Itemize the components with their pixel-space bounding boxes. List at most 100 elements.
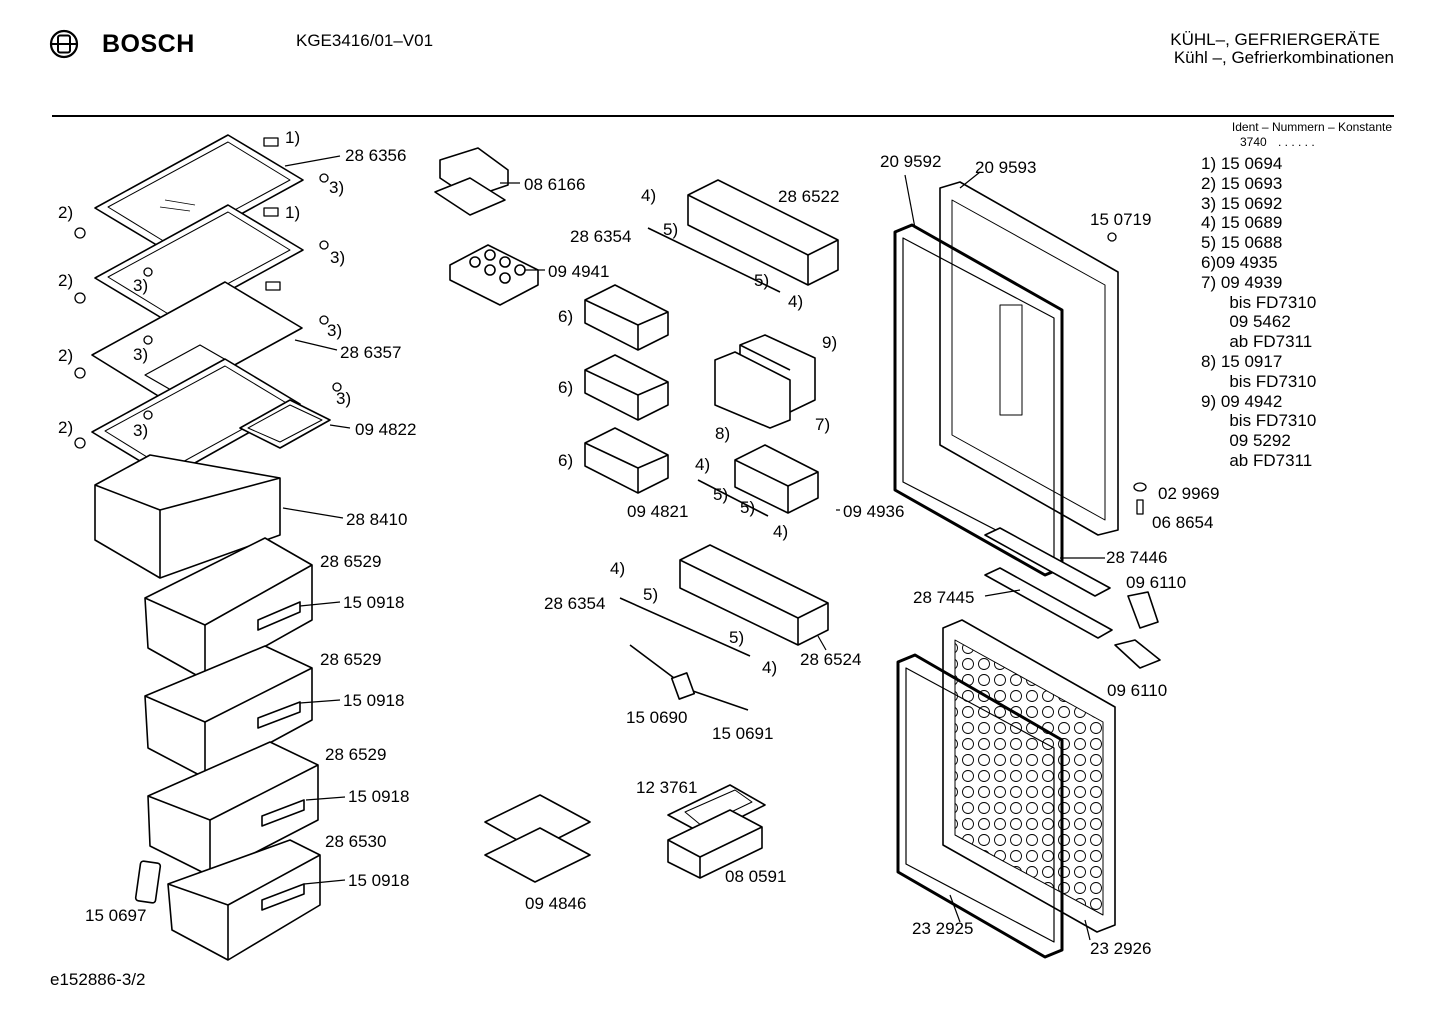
legend-line: 5) 15 0688 xyxy=(1201,233,1283,253)
door-shelf-286522 xyxy=(687,179,839,286)
callout-4: 4) xyxy=(773,522,789,541)
part-label: 23 2925 xyxy=(912,919,974,938)
shelf-rail-mid xyxy=(697,479,769,517)
parts-legend: 1) 15 0694 2) 15 0693 3) 15 0692 4) 15 0… xyxy=(1201,154,1316,471)
part-label: 15 0719 xyxy=(1090,210,1152,229)
callout-8: 8) xyxy=(715,424,731,443)
dairy-compartment xyxy=(714,334,816,429)
callout-1: 1) xyxy=(285,128,301,147)
callout-2: 2) xyxy=(58,346,74,365)
crisper-cover xyxy=(94,454,281,579)
callout-5: 5) xyxy=(740,498,756,517)
part-label: 28 7445 xyxy=(913,588,975,607)
freezer-door xyxy=(942,619,1116,933)
callout-9: 9) xyxy=(822,333,838,352)
legend-line: 9) 09 4942 xyxy=(1201,391,1283,411)
legend-line: 3) 15 0692 xyxy=(1201,193,1283,213)
shelf-rail-low xyxy=(619,597,751,657)
part-label: 09 4822 xyxy=(355,420,417,439)
bosch-logo xyxy=(48,28,80,65)
legend-line: ab FD7311 xyxy=(1201,332,1313,352)
category-subtitle: Kühl –, Gefrierkombinationen xyxy=(1173,48,1394,67)
glass-shelf-top xyxy=(94,134,304,254)
hinge-trim xyxy=(984,527,1161,669)
legend-line: 2) 15 0693 xyxy=(1201,173,1283,193)
part-label: 28 6357 xyxy=(340,343,402,362)
drawer-2 xyxy=(144,645,313,779)
part-label: 02 9969 xyxy=(1158,484,1220,503)
part-label: 23 2926 xyxy=(1090,939,1152,958)
bosch-armature-icon xyxy=(49,29,79,59)
part-label: 28 6354 xyxy=(544,594,606,613)
part-label: 09 6110 xyxy=(1126,573,1187,592)
part-label: 28 7446 xyxy=(1106,548,1168,567)
callout-5: 5) xyxy=(729,628,745,647)
drawer-seal xyxy=(134,860,162,904)
drawer-4 xyxy=(167,839,321,961)
shelf-clips xyxy=(74,137,342,493)
callout-4: 4) xyxy=(610,559,626,578)
callout-3: 3) xyxy=(330,248,346,267)
callout-4: 4) xyxy=(788,292,804,311)
part-label: 15 0691 xyxy=(712,724,774,743)
ident-dots: . . . . . . xyxy=(1278,135,1315,149)
legend-line: 1) 15 0694 xyxy=(1201,154,1283,173)
drawer-1 xyxy=(144,537,313,681)
door-shelf-286524 xyxy=(679,544,829,646)
legend-line: 09 5292 xyxy=(1201,431,1291,451)
callout-5: 5) xyxy=(663,220,679,239)
part-label: 12 3761 xyxy=(636,778,698,797)
callout-5: 5) xyxy=(713,485,729,504)
legend-line: 09 5462 xyxy=(1201,312,1291,332)
ident-value: 3740 xyxy=(1240,135,1267,149)
part-label: 08 6166 xyxy=(524,175,586,194)
part-label: 15 0918 xyxy=(348,871,410,890)
drawer-3 xyxy=(147,741,319,877)
legend-line: bis FD7310 xyxy=(1201,411,1317,431)
leader-lines xyxy=(282,155,1105,941)
part-label: 09 4936 xyxy=(843,502,905,521)
legend-line: 6)09 4935 xyxy=(1201,252,1278,272)
part-label: 15 0918 xyxy=(343,691,405,710)
butter-dish xyxy=(434,147,509,216)
glass-shelf-2 xyxy=(94,204,304,324)
callout-5: 5) xyxy=(643,585,659,604)
part-label: 15 0918 xyxy=(343,593,405,612)
egg-tray xyxy=(449,244,539,306)
callout-5: 5) xyxy=(754,271,770,290)
part-label: 28 6529 xyxy=(325,745,387,764)
callout-6: 6) xyxy=(558,378,574,397)
door-shelf-small-1 xyxy=(584,284,669,351)
callout-3: 3) xyxy=(133,421,149,440)
legend-line: bis FD7310 xyxy=(1201,292,1317,312)
callout-3: 3) xyxy=(133,276,149,295)
legend-line: ab FD7311 xyxy=(1201,450,1313,470)
part-label: 28 6356 xyxy=(345,146,407,165)
callout-6: 6) xyxy=(558,307,574,326)
door-shelf-small-3 xyxy=(584,427,669,494)
part-label: 15 0697 xyxy=(85,906,147,925)
ice-cube-tray xyxy=(667,784,766,836)
shelf-with-cutout xyxy=(91,281,303,403)
part-label: 08 0591 xyxy=(725,867,787,886)
part-label: 28 6354 xyxy=(570,227,632,246)
header-rule xyxy=(52,115,1394,117)
callout-1: 1) xyxy=(285,203,301,222)
freezer-door-seal xyxy=(896,653,1064,959)
part-label: 09 4941 xyxy=(548,262,610,281)
part-label: 09 4821 xyxy=(627,502,689,521)
part-label: 15 0690 xyxy=(626,708,688,727)
legend-line: bis FD7310 xyxy=(1201,371,1317,391)
part-label: 09 6110 xyxy=(1107,681,1168,700)
legend-line: 7) 09 4939 xyxy=(1201,272,1283,292)
part-label: 28 6529 xyxy=(320,552,382,571)
brand-name: BOSCH xyxy=(102,30,195,58)
lamp-switch xyxy=(670,672,696,700)
part-label: 15 0918 xyxy=(348,787,410,806)
part-label: 28 6530 xyxy=(325,832,387,851)
callout-3: 3) xyxy=(336,389,352,408)
part-label: 28 6524 xyxy=(800,650,862,669)
callout-3: 3) xyxy=(133,345,149,364)
callout-7: 7) xyxy=(815,415,831,434)
legend-line: 8) 15 0917 xyxy=(1201,351,1283,371)
